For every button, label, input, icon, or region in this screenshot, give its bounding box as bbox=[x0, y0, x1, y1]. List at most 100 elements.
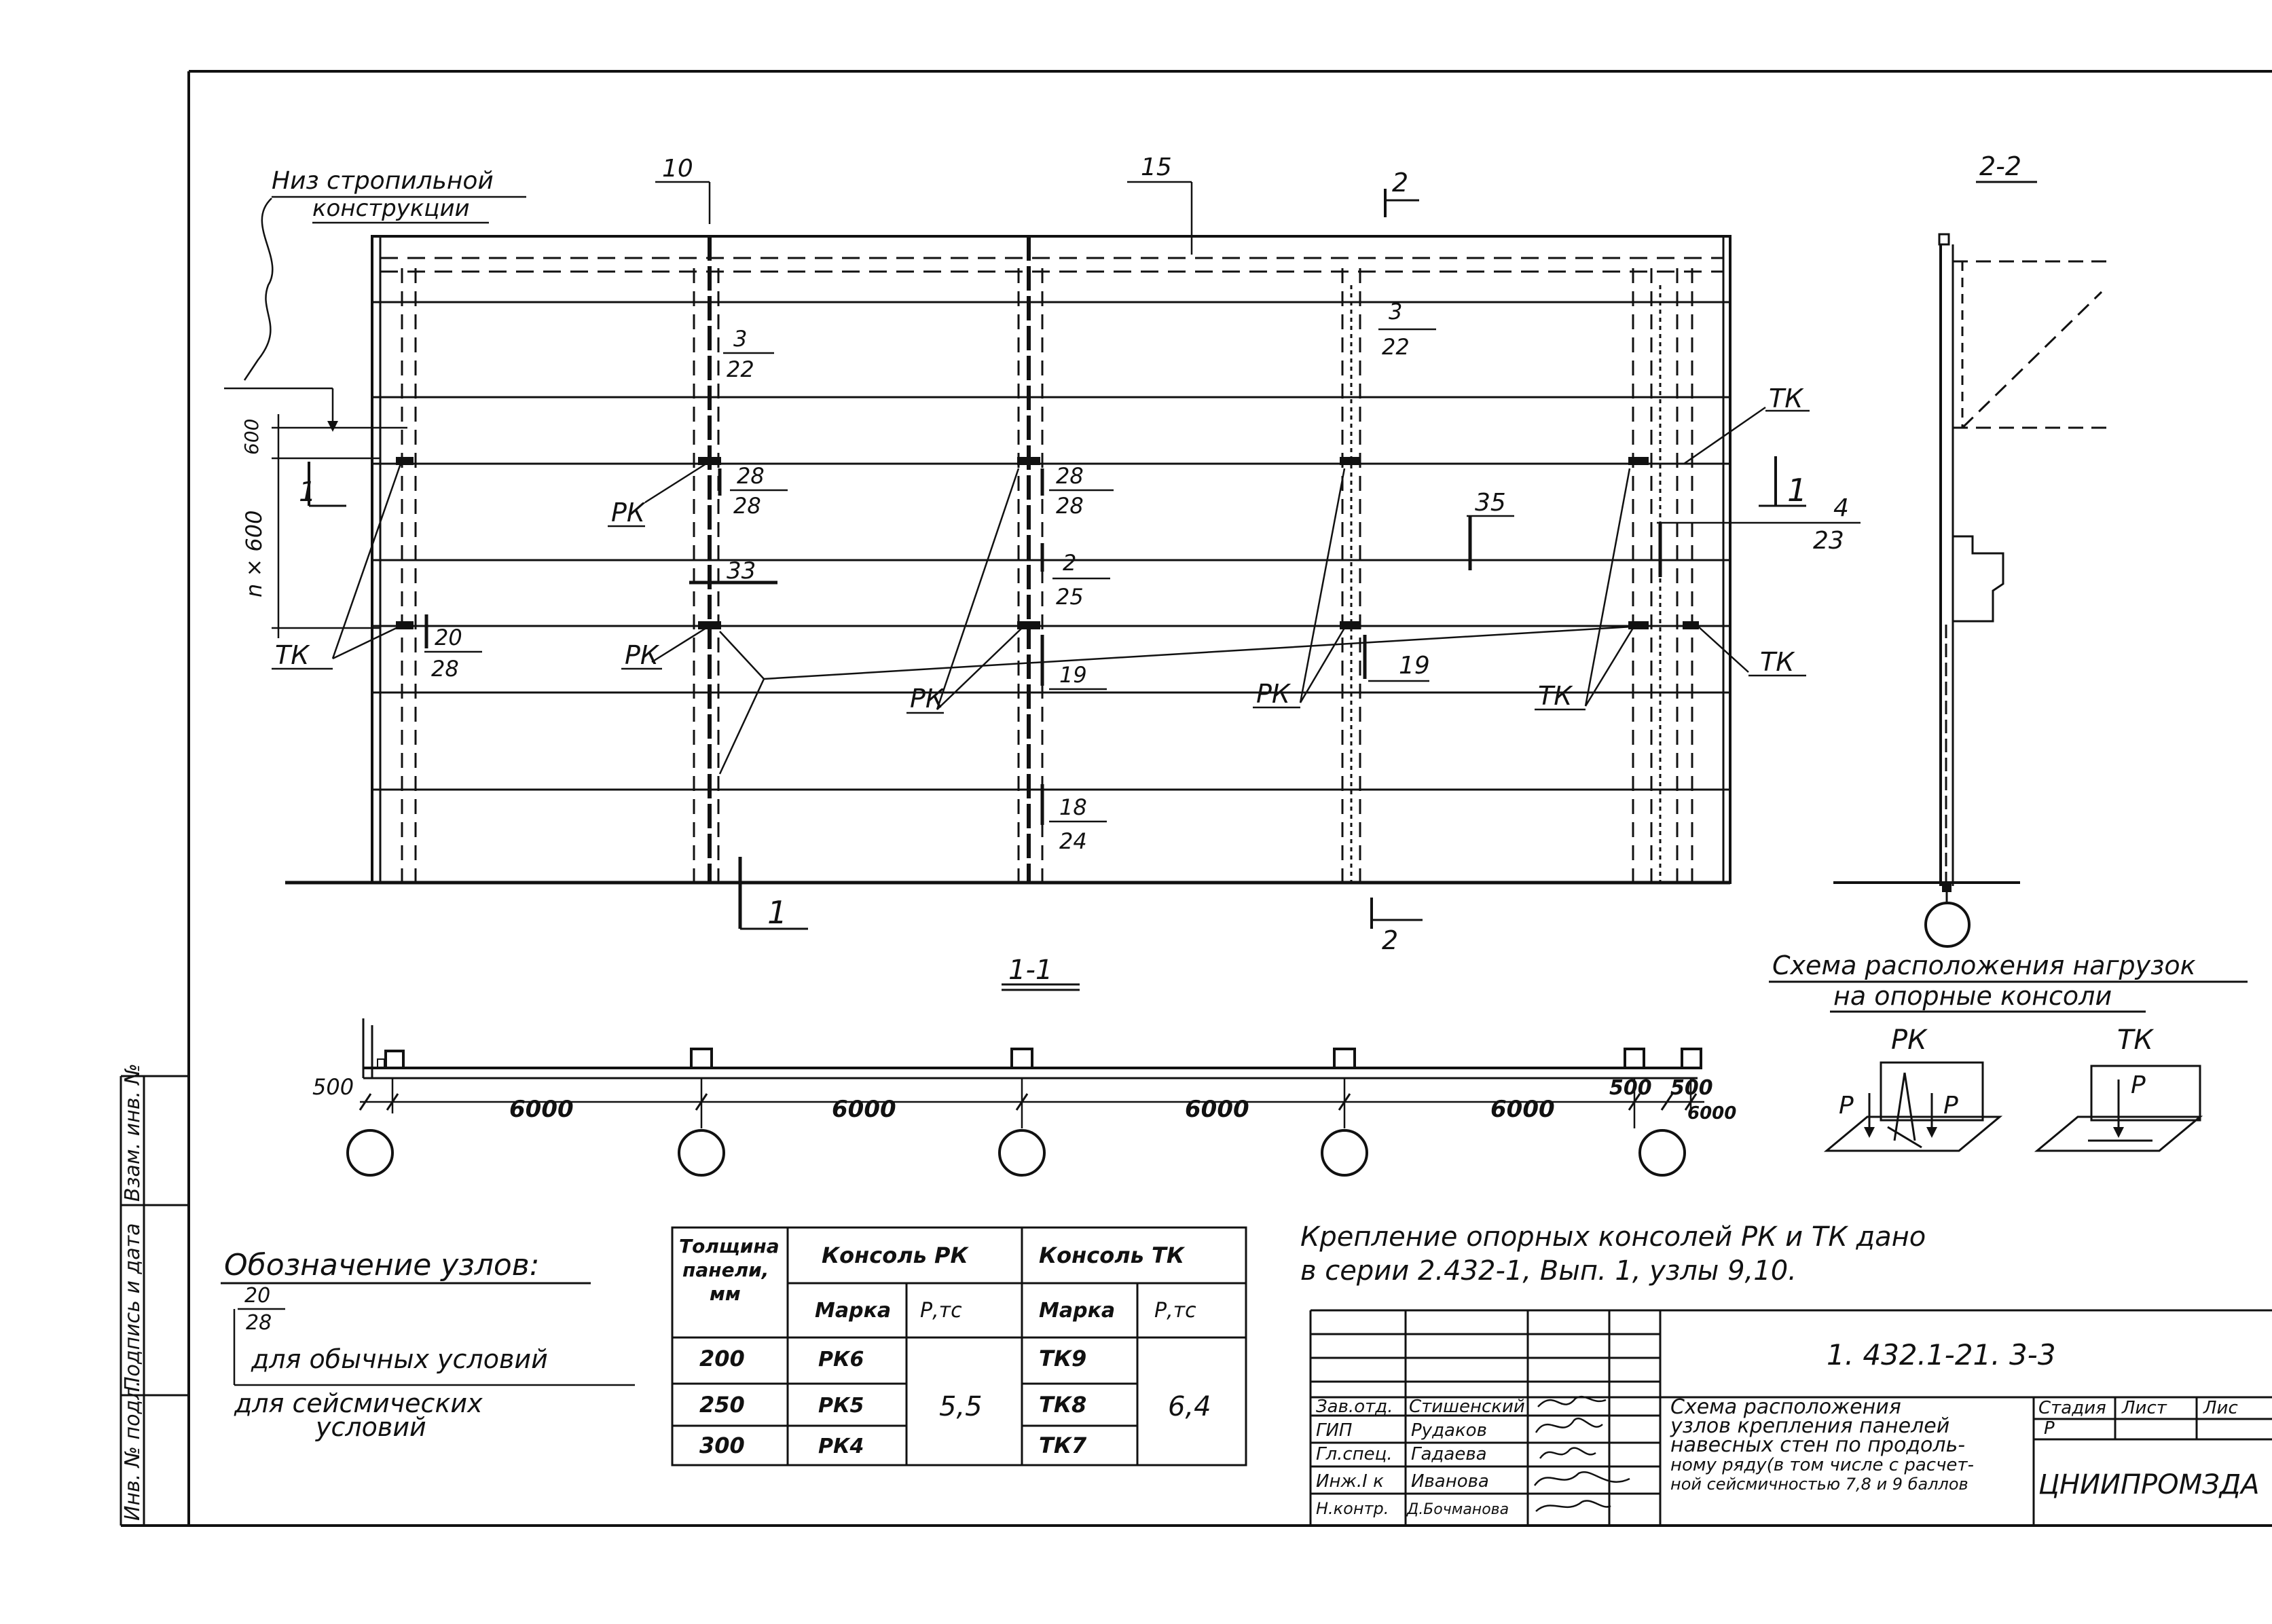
node-28-28-a: 28 28 bbox=[718, 463, 788, 519]
label-tk-left: ТК bbox=[275, 640, 310, 670]
name-5: Д.Бочманова bbox=[1406, 1501, 1509, 1518]
svg-text:22: 22 bbox=[727, 356, 754, 382]
label-rk-2: РК bbox=[625, 640, 660, 670]
console-labels: ТК РК РК РК РК ТК ТК ТК bbox=[272, 384, 1810, 714]
height-dimensions: 600 n × 600 bbox=[240, 414, 407, 638]
section-1-1: 1-1 bbox=[312, 955, 1736, 1177]
stage-value: Р bbox=[2044, 1418, 2055, 1439]
side-stamp: Взам. инв. № Подпись и дата Инв. № подл. bbox=[121, 1063, 145, 1521]
sheets-label: Лис bbox=[2203, 1398, 2238, 1418]
legend-den: 28 bbox=[246, 1311, 272, 1335]
console-table: Толщина панели, мм Консоль РК Консоль ТК… bbox=[671, 1226, 1247, 1466]
cell-thickness-2: 250 bbox=[699, 1392, 745, 1418]
svg-text:28: 28 bbox=[737, 463, 765, 489]
svg-text:28: 28 bbox=[733, 493, 761, 519]
label-rk-3: РК bbox=[910, 684, 945, 714]
svg-text:4: 4 bbox=[1833, 494, 1849, 522]
roof-truss bbox=[380, 257, 1723, 273]
node-3-22-b: 3 22 bbox=[1378, 299, 1436, 360]
organization: ЦНИИПРОМЗДА bbox=[2038, 1469, 2259, 1500]
svg-text:3: 3 bbox=[1389, 299, 1402, 325]
marker-35: 35 bbox=[1467, 489, 1514, 570]
th-console-rk: Консоль РК bbox=[822, 1242, 969, 1268]
legend-title: Обозначение узлов: bbox=[224, 1248, 540, 1282]
node-20-28: 20 28 bbox=[424, 614, 482, 682]
label-tk-4: ТК bbox=[1760, 647, 1795, 677]
name-3: Гадаева bbox=[1411, 1444, 1487, 1464]
role-5: Н.контр. bbox=[1316, 1499, 1389, 1518]
svg-text:2: 2 bbox=[1063, 550, 1076, 576]
node-3-22-a: 3 22 bbox=[723, 326, 774, 382]
section-mark-2-bottom: 2 bbox=[1370, 898, 1423, 955]
node-legend: Обозначение узлов: 20 28 для обычных усл… bbox=[221, 1248, 635, 1442]
th-thickness-2: панели, bbox=[682, 1259, 769, 1281]
column-boxes bbox=[384, 1048, 1702, 1069]
cell-tk-3: ТК7 bbox=[1039, 1433, 1087, 1458]
desc-line-4: ному ряду(в том числе с расчет- bbox=[1670, 1455, 1974, 1475]
node-19-left: 19 bbox=[1040, 635, 1107, 690]
cell-rk-1: РК6 bbox=[818, 1348, 864, 1371]
dim-6000-2: 6000 bbox=[832, 1096, 896, 1123]
wall-elevation bbox=[285, 235, 1766, 885]
console-note: Крепление опорных консолей РК и ТК дано … bbox=[1300, 1221, 1926, 1287]
section-mark-1-left: 1 bbox=[299, 462, 346, 508]
dim-6000-3: 6000 bbox=[1185, 1096, 1249, 1123]
cell-thickness-1: 200 bbox=[699, 1346, 745, 1371]
sheet-frame bbox=[120, 70, 2272, 1527]
role-3: Гл.спец. bbox=[1316, 1444, 1393, 1464]
th-brand-rk: Марка bbox=[815, 1299, 891, 1323]
stamp-replace: Взам. инв. № bbox=[121, 1063, 145, 1202]
th-thickness-3: мм bbox=[710, 1282, 741, 1305]
title-block: 1. 432.1-21. 3-3 Схема расположения узло… bbox=[1309, 1309, 2272, 1526]
rk-console-sketch bbox=[1823, 1061, 2003, 1152]
legend-normal: для обычных условий bbox=[251, 1344, 548, 1374]
name-1: Стишенский bbox=[1409, 1397, 1525, 1417]
marker-15: 15 bbox=[1127, 153, 1193, 255]
desc-line-1: Схема расположения bbox=[1670, 1395, 1901, 1419]
svg-text:25: 25 bbox=[1056, 584, 1084, 610]
dim-500-left: 500 bbox=[312, 1074, 354, 1100]
svg-text:1: 1 bbox=[299, 477, 316, 508]
th-p-rk: Р,тс bbox=[920, 1299, 962, 1323]
desc-line-3: навесных стен по продоль- bbox=[1670, 1433, 1965, 1457]
legend-seismic-1: для сейсмических bbox=[234, 1388, 483, 1418]
load-scheme-title-2: на опорные консоли bbox=[1833, 981, 2112, 1011]
node-19-right: 19 bbox=[1363, 635, 1430, 682]
th-p-tk: Р,тс bbox=[1154, 1299, 1196, 1323]
node-2-25: 2 25 bbox=[1040, 543, 1110, 610]
rk-p-left: P bbox=[1839, 1092, 1854, 1120]
dim-n600: n × 600 bbox=[241, 510, 267, 597]
desc-line-2: узлов крепления панелей bbox=[1670, 1414, 1949, 1438]
name-4: Иванова bbox=[1411, 1471, 1489, 1492]
stamp-signature: Подпись и дата bbox=[121, 1223, 145, 1392]
load-tk-label: ТК bbox=[2117, 1025, 2154, 1056]
label-tk-3: ТК bbox=[1769, 384, 1804, 413]
marker-33: 33 bbox=[689, 557, 777, 585]
label-rk-1: РК bbox=[611, 498, 646, 528]
stage-label: Стадия bbox=[2038, 1398, 2106, 1418]
legend-num: 20 bbox=[244, 1284, 270, 1308]
truss-annotation: Низ стропильной конструкции bbox=[224, 167, 526, 432]
svg-text:10: 10 bbox=[662, 155, 693, 183]
cell-p-rk: 5,5 bbox=[939, 1391, 983, 1422]
svg-text:28: 28 bbox=[1056, 493, 1084, 519]
legend-seismic-2: условий bbox=[315, 1412, 426, 1442]
cell-rk-3: РК4 bbox=[818, 1435, 864, 1458]
section-2-2: 2-2 bbox=[1833, 151, 2108, 948]
svg-text:2: 2 bbox=[1392, 168, 1408, 198]
svg-text:19: 19 bbox=[1059, 662, 1087, 688]
marker-10: 10 bbox=[655, 155, 711, 224]
cell-rk-2: РК5 bbox=[818, 1394, 864, 1418]
svg-text:23: 23 bbox=[1813, 527, 1844, 555]
svg-text:3: 3 bbox=[733, 326, 747, 352]
svg-text:24: 24 bbox=[1059, 828, 1087, 854]
cell-tk-2: ТК8 bbox=[1039, 1392, 1086, 1418]
svg-text:2: 2 bbox=[1382, 925, 1398, 955]
node-4-23: 4 23 bbox=[1657, 494, 1861, 577]
section-mark-2-top: 2 bbox=[1384, 168, 1419, 217]
truss-annotation-line2: конструкции bbox=[312, 195, 470, 222]
dim-600: 600 bbox=[240, 419, 263, 455]
signatures bbox=[1533, 1395, 1630, 1512]
dim-500-r1: 500 bbox=[1609, 1076, 1652, 1100]
